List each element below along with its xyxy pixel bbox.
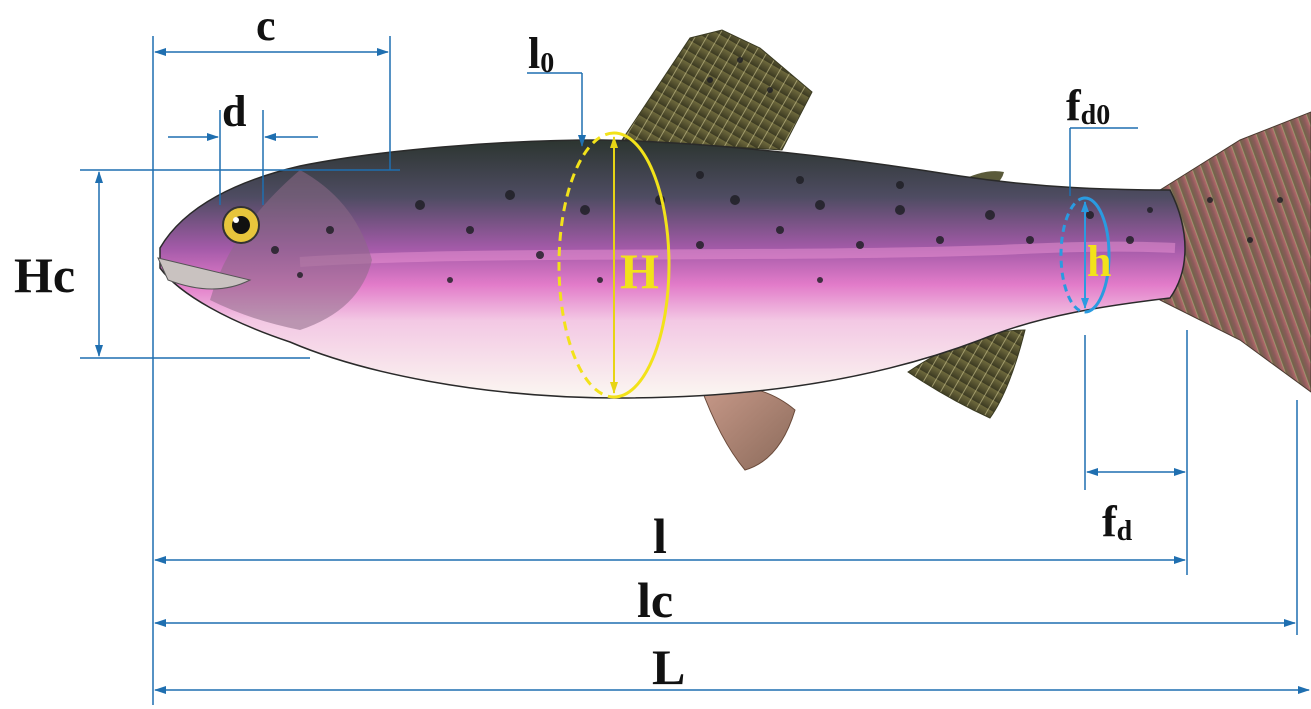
label-fd: fd [1102,497,1133,547]
label-Hc: Hc [14,247,75,303]
dorsal-fin [622,30,812,150]
pelvic-fin [700,384,795,470]
label-lc: lc [637,572,673,628]
label-d: d [222,87,246,136]
label-L: L [652,639,685,695]
label-H: H [620,243,659,299]
label-fd0: fd0 [1066,81,1110,131]
label-l0: l0 [528,29,554,79]
label-c: c [256,1,276,50]
label-h: h [1087,237,1111,286]
trout-illustration [158,30,1311,470]
label-l: l [653,508,667,564]
